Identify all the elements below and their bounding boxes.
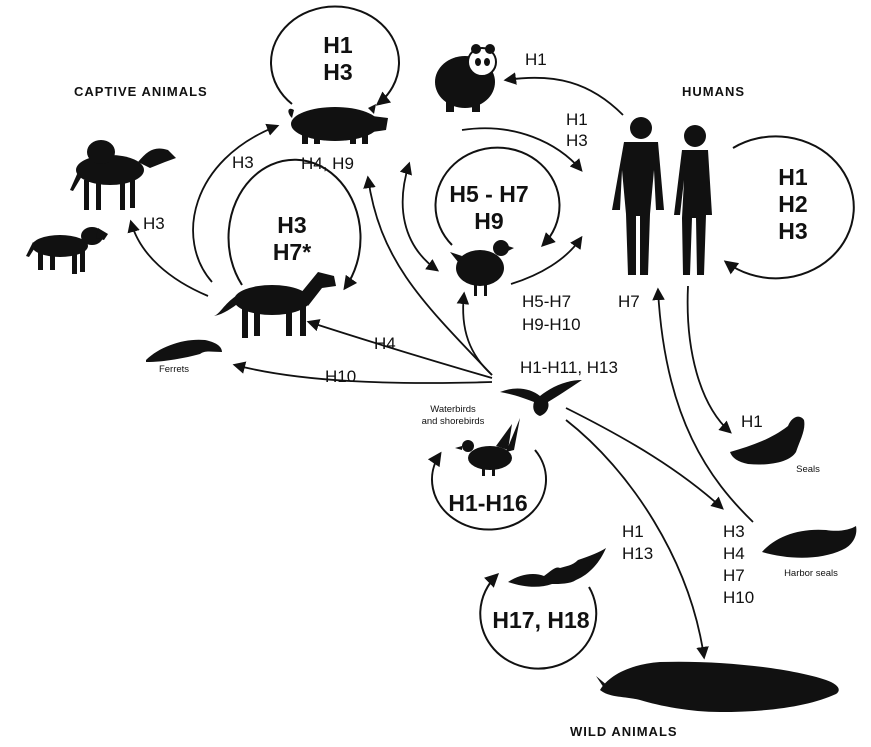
humans-loop-label-1: H1 (778, 164, 808, 190)
label-whale-1: H1 (622, 522, 644, 541)
chicken-loop-label-1: H5 - H7 (449, 181, 528, 207)
humans-loop-label-3: H3 (778, 218, 807, 244)
label-pig-to-humans-2: H3 (566, 131, 588, 150)
label-harbor-seals-3: H7 (723, 566, 745, 585)
label-humans-to-seals: H1 (741, 412, 763, 431)
bat-icon (508, 548, 606, 587)
chicken-icon (450, 240, 514, 296)
label-harbor-seals-4: H10 (723, 588, 754, 607)
section-title-humans: HUMANS (682, 84, 745, 99)
caption-waterbirds-1: Waterbirds (430, 404, 476, 415)
bat-loop: H17, H18 (480, 575, 596, 669)
humans-loop: H1 H2 H3 (726, 136, 854, 278)
label-pig-to-humans-1: H1 (566, 110, 588, 129)
harbor-seal-icon (762, 526, 856, 558)
horse-loop-label-2: H7* (273, 239, 311, 265)
section-title-captive: CAPTIVE ANIMALS (74, 84, 208, 99)
ferret-icon (146, 340, 222, 362)
whale-icon (596, 662, 839, 712)
label-chicken-out-2: H9-H10 (522, 315, 581, 334)
woman-icon (674, 125, 712, 275)
pig-loop-label-2: H3 (323, 59, 352, 85)
label-chicken-out-1: H5-H7 (522, 292, 571, 311)
panda-icon (435, 44, 496, 112)
man-icon (612, 117, 664, 275)
horse-loop: H3 H7* (229, 160, 361, 288)
label-horse-to-camel: H3 (143, 214, 165, 233)
label-bird-to-horse: H4 (374, 334, 396, 353)
bat-loop-label: H17, H18 (492, 607, 589, 633)
chicken-loop: H5 - H7 H9 (435, 148, 559, 245)
camel-icon (70, 140, 176, 210)
label-harbor-seals-2: H4 (723, 544, 745, 563)
pig-loop-label-1: H1 (323, 32, 353, 58)
label-chicken-to-humans: H7 (618, 292, 640, 311)
label-pig-caption: H4, H9 (301, 154, 354, 173)
pig-loop: H1 H3 (271, 7, 399, 104)
label-humans-to-panda: H1 (525, 50, 547, 69)
pig-icon (288, 104, 388, 144)
label-bird-to-ferrets: H10 (325, 367, 356, 386)
label-horse-to-pig: H3 (232, 153, 254, 172)
horse-loop-label-1: H3 (277, 212, 306, 238)
dog-icon (26, 227, 108, 274)
horse-icon (214, 272, 336, 338)
chicken-loop-label-2: H9 (474, 208, 503, 234)
caption-seals: Seals (796, 464, 820, 475)
label-bird-out: H1-H11, H13 (520, 358, 618, 377)
section-title-wild: WILD ANIMALS (570, 724, 678, 739)
humans-loop-label-2: H2 (778, 191, 807, 217)
label-harbor-seals-1: H3 (723, 522, 745, 541)
caption-ferrets: Ferrets (159, 364, 189, 375)
caption-harbor-seals: Harbor seals (784, 568, 838, 579)
waterbird-loop-label: H1-H16 (448, 490, 527, 516)
caption-waterbirds-2: and shorebirds (422, 416, 485, 427)
label-whale-2: H13 (622, 544, 653, 563)
